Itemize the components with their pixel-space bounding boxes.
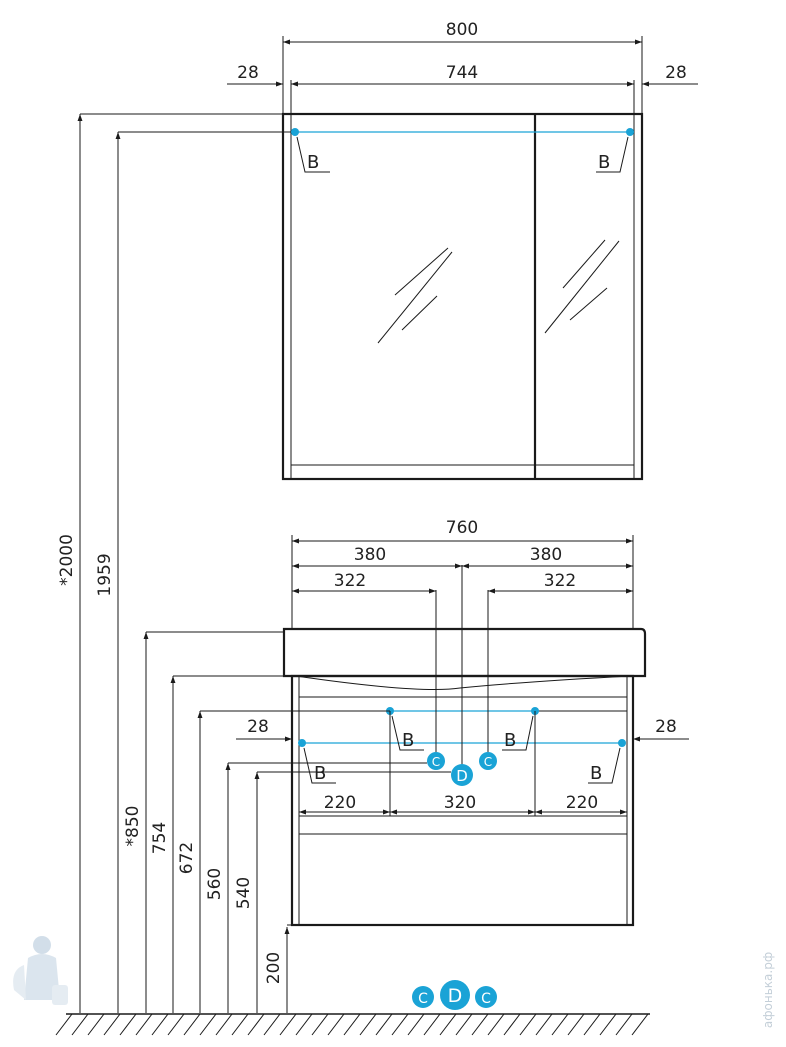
dim-322-right: 322: [544, 571, 576, 591]
hatch-line: [295, 1013, 313, 1036]
mount-label-b: B: [402, 730, 414, 751]
svg-text:C: C: [432, 755, 440, 769]
dim-320: 320: [444, 793, 476, 813]
watermark-text: афонька.рф: [761, 952, 775, 1028]
dim-380-left: 380: [354, 545, 386, 565]
connector-d-icon: [451, 764, 473, 786]
dim-672: 672: [177, 842, 197, 874]
dim-540: 540: [234, 877, 254, 909]
hatch-line: [343, 1013, 361, 1036]
connector-c-icon: [475, 986, 497, 1008]
hatch-line: [407, 1013, 425, 1036]
vanity-dimensions: 760 380 380 322 322 28 28 220 320 220: [236, 518, 689, 816]
hatch-line: [279, 1013, 297, 1036]
dim-28-right: 28: [665, 63, 687, 83]
mount-point-icon: [618, 739, 626, 747]
mirror-cabinet: B B: [281, 112, 644, 481]
dim-1959: 1959: [95, 553, 115, 596]
connector-c-icon: [427, 752, 445, 770]
hatch-line: [103, 1013, 121, 1036]
dim-322-left: 322: [334, 571, 366, 591]
dim-2000: *2000: [57, 534, 77, 586]
svg-text:D: D: [456, 767, 468, 785]
svg-text:C: C: [418, 991, 428, 1007]
hatch-line: [487, 1013, 505, 1036]
connector-c-icon: [479, 752, 497, 770]
connector-legend: C D C: [412, 980, 497, 1010]
svg-text:C: C: [484, 755, 492, 769]
dim-28-left: 28: [237, 63, 259, 83]
mirror-reflection-left: [377, 247, 453, 344]
hatch-line: [535, 1013, 553, 1036]
hatch-line: [551, 1013, 569, 1036]
dim-220-left: 220: [324, 793, 356, 813]
hatch-line: [375, 1013, 393, 1036]
hatch-line: [519, 1013, 537, 1036]
hatch-line: [199, 1013, 217, 1036]
mount-label-b: B: [314, 763, 326, 784]
mount-label-b: B: [598, 152, 610, 173]
dim-744: 744: [446, 63, 478, 83]
height-dimensions: *2000 1959 *850 754 672 560 540 200: [57, 113, 451, 1013]
hatch-line: [631, 1013, 649, 1036]
hatch-line: [263, 1013, 281, 1036]
hatch-line: [391, 1013, 409, 1036]
dim-220-right: 220: [566, 793, 598, 813]
dim-200: 200: [264, 952, 284, 984]
hatch-line: [215, 1013, 233, 1036]
vanity-unit: B B B B C D C: [282, 565, 647, 927]
connector-d-icon: [440, 980, 470, 1010]
mirror-reflection-right: [544, 239, 620, 334]
hatch-line: [311, 1013, 329, 1036]
hatch-line: [119, 1013, 137, 1036]
mount-label-b: B: [504, 730, 516, 751]
mirror-dimensions: 800 744 28 28: [227, 20, 698, 114]
hatch-line: [567, 1013, 585, 1036]
svg-text:D: D: [448, 985, 463, 1007]
hatch-line: [583, 1013, 601, 1036]
hatch-line: [599, 1013, 617, 1036]
dim-380-right: 380: [530, 545, 562, 565]
hatch-line: [503, 1013, 521, 1036]
hatch-line: [71, 1013, 89, 1036]
dim-800: 800: [446, 20, 478, 40]
dim-754: 754: [150, 822, 170, 854]
hatch-line: [135, 1013, 153, 1036]
hatch-line: [87, 1013, 105, 1036]
hatch-line: [359, 1013, 377, 1036]
dim-28-left: 28: [247, 717, 269, 737]
hatch-line: [615, 1013, 633, 1036]
mount-label-b: B: [307, 152, 319, 173]
dim-28-right: 28: [655, 717, 677, 737]
hatch-line: [183, 1013, 201, 1036]
hatch-line: [471, 1013, 489, 1036]
hatch-line: [455, 1013, 473, 1036]
mount-point-icon: [626, 128, 634, 136]
dim-560: 560: [205, 868, 225, 900]
mount-label-b: B: [590, 763, 602, 784]
dim-850: *850: [123, 806, 143, 847]
hatch-line: [439, 1013, 457, 1036]
hatch-line: [231, 1013, 249, 1036]
svg-text:C: C: [481, 991, 491, 1007]
hatch-line: [327, 1013, 345, 1036]
hatch-line: [55, 1013, 73, 1036]
floor-hatch: [55, 1013, 650, 1036]
hatch-line: [247, 1013, 265, 1036]
plumber-mascot-icon: [13, 936, 68, 1005]
connector-c-icon: [412, 986, 434, 1008]
dim-760: 760: [446, 518, 478, 538]
mount-point-icon: [291, 128, 299, 136]
mount-point-icon: [298, 739, 306, 747]
hatch-line: [423, 1013, 441, 1036]
hatch-line: [151, 1013, 169, 1036]
hatch-line: [167, 1013, 185, 1036]
